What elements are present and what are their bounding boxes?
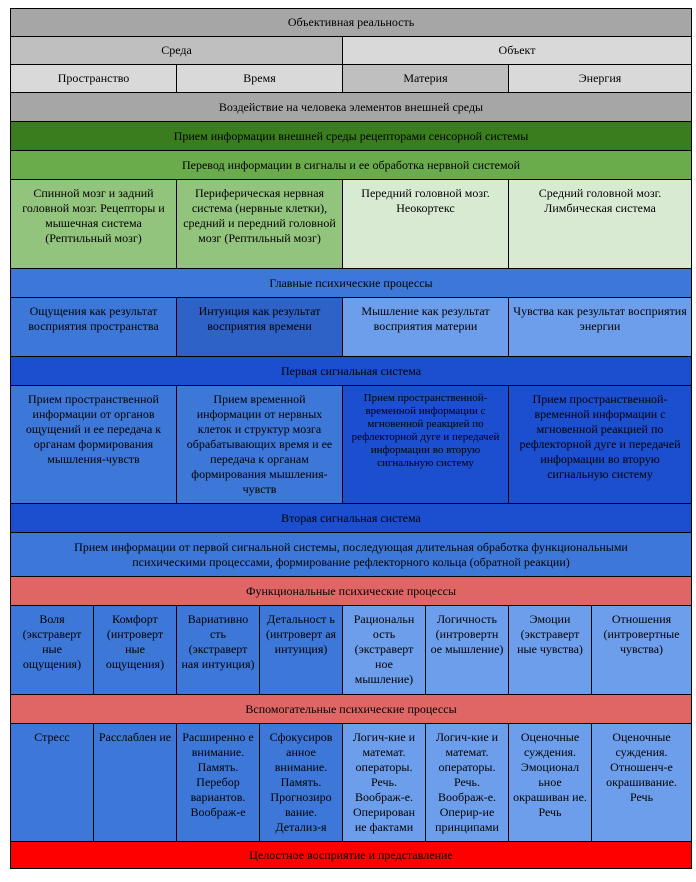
main-process-cell: Чувства как результат восприятия энергии <box>507 297 693 357</box>
brain-cell: Периферическая нервная система (нервные … <box>176 179 343 269</box>
obekt-cell: Объект <box>341 36 693 65</box>
functional-cell: Эмоции (экстраверт ные чувства) <box>508 605 592 695</box>
row-first-signal: Прием пространственной информации от орг… <box>10 385 693 504</box>
priem-cell: Прием информации внешней среды рецептора… <box>9 121 693 151</box>
glavnye-cell: Главные психические процессы <box>9 268 693 298</box>
vozdeystvie-cell: Воздействие на человека элементов внешне… <box>9 92 693 122</box>
main-process-cell: Ощущения как результат восприятия простр… <box>10 297 177 357</box>
reality-structure-table: Объективная реальность Среда Объект Прос… <box>9 8 693 869</box>
row-funkc: Функциональные психические процессы <box>9 576 693 606</box>
auxiliary-cell: Сфокусиров анное внимание. Память. Прогн… <box>259 723 343 842</box>
pervaya-cell: Первая сигнальная система <box>9 356 693 386</box>
first-signal-cell: Прием пространственной-временной информа… <box>507 385 693 504</box>
materiya-cell: Материя <box>342 64 509 93</box>
prostranstvo-cell: Пространство <box>10 64 177 93</box>
auxiliary-cell: Расширенно е внимание. Память. Перебор в… <box>176 723 260 842</box>
auxiliary-cell: Расслаблен ие <box>93 723 177 842</box>
second-signal-cell: Прием информации от первой сигнальной си… <box>9 532 693 577</box>
functional-cell: Логичность (интровертн ое мышление) <box>425 605 509 695</box>
row-second-signal: Прием информации от первой сигнальной си… <box>9 532 693 577</box>
functional-cell: Вариативно сть (экстраверт ная интуиция) <box>176 605 260 695</box>
row-brain: Спинной мозг и задний головной мозг. Рец… <box>10 179 693 269</box>
auxiliary-cell: Оценочные суждения. Эмоционал ьное окраш… <box>508 723 592 842</box>
title-cell: Объективная реальность <box>9 8 693 37</box>
auxiliary-cell: Логич-кие и математ. операторы. Речь. Во… <box>425 723 509 842</box>
row-glavnye: Главные психические процессы <box>9 268 693 298</box>
functional-cell: Воля (экстраверт ные ощущения) <box>10 605 94 695</box>
brain-cell: Средний головной мозг. Лимбическая систе… <box>507 179 693 269</box>
functional-cell: Детальност ь (интроверт ая интуиция) <box>259 605 343 695</box>
row-auxiliary: Стресс Расслаблен ие Расширенно е вниман… <box>10 723 693 842</box>
brain-cell: Передний головной мозг. Неокортекс <box>342 179 509 269</box>
row-sreda-obekt: Среда Объект <box>10 36 693 65</box>
row-functional: Воля (экстраверт ные ощущения) Комфорт (… <box>10 605 693 695</box>
row-priem: Прием информации внешней среды рецептора… <box>9 121 693 151</box>
auxiliary-cell: Логич-кие и математ. операторы. Речь. Во… <box>342 723 426 842</box>
first-signal-cell: Прием пространственной информации от орг… <box>10 385 177 504</box>
row-pervaya: Первая сигнальная система <box>9 356 693 386</box>
funkc-cell: Функциональные психические процессы <box>9 576 693 606</box>
brain-cell: Спинной мозг и задний головной мозг. Рец… <box>10 179 177 269</box>
row-categories: Пространство Время Материя Энергия <box>10 64 693 93</box>
energiya-cell: Энергия <box>507 64 693 93</box>
main-process-cell: Интуиция как результат восприятия времен… <box>176 297 343 357</box>
vtoraya-cell: Вторая сигнальная система <box>9 503 693 533</box>
vspom-cell: Вспомогательные психические процессы <box>9 694 693 724</box>
functional-cell: Отношения (интровертные чувства) <box>590 605 693 695</box>
perevod-cell: Перевод информации в сигналы и ее обрабо… <box>9 150 693 180</box>
celostnoe-cell: Целостное восприятие и представление <box>9 841 693 869</box>
row-perevod: Перевод информации в сигналы и ее обрабо… <box>9 150 693 180</box>
first-signal-cell: Прием временной информации от нервных кл… <box>176 385 343 504</box>
row-main-processes: Ощущения как результат восприятия простр… <box>10 297 693 357</box>
row-vtoraya: Вторая сигнальная система <box>9 503 693 533</box>
functional-cell: Комфорт (интроверт ные ощущения) <box>93 605 177 695</box>
auxiliary-cell: Стресс <box>10 723 94 842</box>
row-vozdeystvie: Воздействие на человека элементов внешне… <box>9 92 693 122</box>
functional-cell: Рациональн ость (экстраверт ное мышление… <box>342 605 426 695</box>
auxiliary-cell: Оценочные суждения. Отношенч-е окрашиван… <box>590 723 693 842</box>
first-signal-cell: Прием пространственной-временной информа… <box>342 385 509 504</box>
vremya-cell: Время <box>176 64 343 93</box>
row-celostnoe: Целостное восприятие и представление <box>9 841 693 869</box>
main-process-cell: Мышление как результат восприятия матери… <box>342 297 509 357</box>
row-title: Объективная реальность <box>9 8 693 37</box>
sreda-cell: Среда <box>10 36 343 65</box>
row-vspom: Вспомогательные психические процессы <box>9 694 693 724</box>
diagram-table-wrapper: Объективная реальность Среда Объект Прос… <box>9 8 693 869</box>
